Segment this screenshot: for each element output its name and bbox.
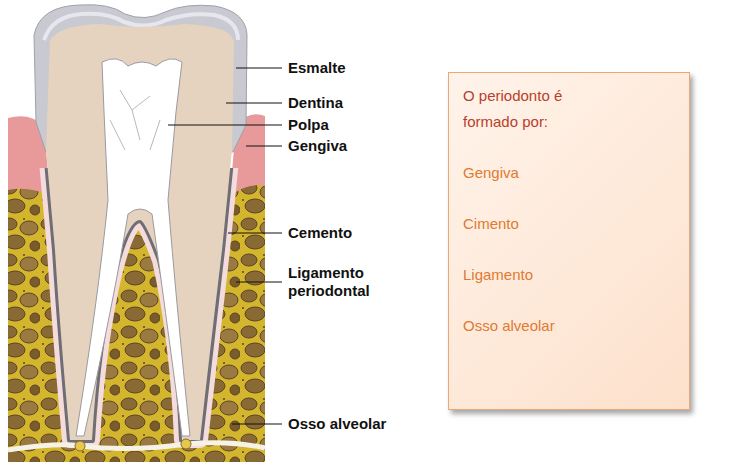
leader-lines	[168, 68, 282, 424]
list-item: Gengiva	[463, 160, 675, 186]
part-label: Esmalte	[288, 59, 346, 77]
list-item: Cimento	[463, 211, 675, 237]
part-label: Osso alveolar	[288, 415, 386, 433]
part-label: Dentina	[288, 94, 343, 112]
info-box: O periodonto é formado por: GengivaCiment…	[448, 72, 690, 410]
list-item: Ligamento	[463, 262, 675, 288]
part-label: Polpa	[288, 116, 329, 134]
box-heading: O periodonto é formado por:	[463, 83, 593, 135]
list-item: Osso alveolar	[463, 313, 675, 339]
part-label: Gengiva	[288, 137, 347, 155]
part-label: Cemento	[288, 224, 352, 242]
part-label: Ligamento periodontal	[288, 264, 388, 300]
